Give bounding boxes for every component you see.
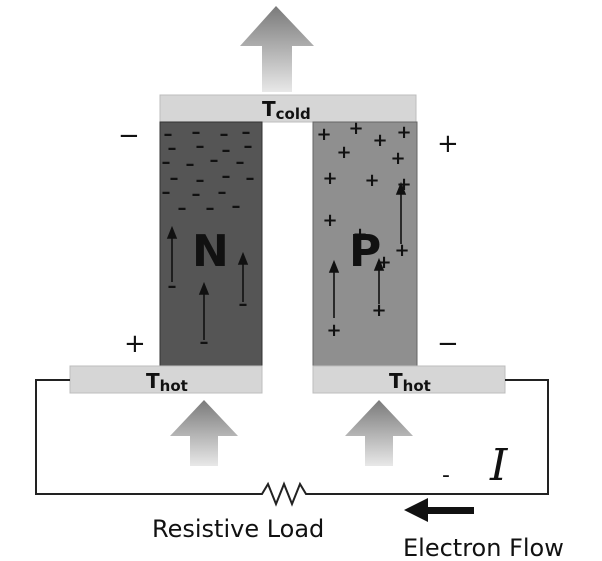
p-carriers: +++++++++++++++ — [316, 118, 411, 341]
electron-carrier: – — [242, 122, 251, 143]
current-symbol: I — [489, 440, 509, 491]
hole-carrier: + — [390, 148, 405, 169]
electron-carrier: – — [170, 168, 179, 189]
heat-out-arrow — [240, 6, 314, 92]
electron-carrier: – — [232, 196, 241, 217]
t-hot-label-right: Thot — [389, 369, 431, 395]
electron-flow-caption: Electron Flow — [403, 534, 564, 561]
carrier-arrows — [166, 181, 407, 340]
electron-carrier: – — [222, 140, 231, 161]
electron-carrier: – — [192, 184, 201, 205]
electron-carrier: – — [222, 166, 231, 187]
p-top-polarity: + — [437, 129, 459, 159]
t-hot-label-left: Thot — [146, 369, 188, 395]
hot-plate-left — [69, 365, 263, 394]
hole-carrier: + — [322, 168, 337, 189]
n-type-label: N — [192, 226, 229, 277]
current-sign: - — [442, 463, 450, 488]
n-bottom-polarity: + — [124, 329, 146, 359]
electron-flow-arrow — [404, 498, 474, 522]
hole-carrier: + — [396, 122, 411, 143]
p-bottom-polarity: − — [437, 329, 459, 359]
n-top-polarity: − — [118, 121, 140, 151]
electron-carrier: – — [236, 152, 245, 173]
hole-carrier: + — [372, 130, 387, 151]
electron-carrier: – — [164, 124, 173, 145]
electron-carrier: – — [206, 198, 215, 219]
hole-carrier: + — [326, 320, 341, 341]
electron-carrier: – — [168, 138, 177, 159]
heat-in-arrow-left — [170, 400, 238, 466]
electron-carrier: – — [210, 150, 219, 171]
electron-carrier: – — [168, 276, 177, 297]
heat-in-arrow-right — [345, 400, 413, 466]
hot-plate-right — [312, 365, 506, 394]
hole-carrier: + — [394, 240, 409, 261]
hole-carrier: + — [336, 142, 351, 163]
electron-carrier: – — [244, 136, 253, 157]
resistive-load-caption: Resistive Load — [152, 515, 324, 543]
electron-carrier: – — [220, 124, 229, 145]
electron-carrier: – — [162, 152, 171, 173]
electron-carrier: – — [239, 294, 248, 315]
n-type-block — [159, 121, 263, 367]
electron-carrier: – — [196, 170, 205, 191]
electron-carrier: – — [186, 154, 195, 175]
electron-carrier: – — [162, 182, 171, 203]
hole-carrier: + — [316, 124, 331, 145]
circuit-wire — [35, 379, 549, 507]
electron-carrier: – — [246, 168, 255, 189]
hole-carrier: + — [364, 170, 379, 191]
electron-carrier: – — [200, 332, 209, 353]
electron-carrier: – — [178, 198, 187, 219]
hole-carrier: + — [322, 210, 337, 231]
hole-carrier: + — [352, 224, 367, 245]
n-carriers: ––––––––––––––––––––––––– — [162, 122, 255, 353]
t-cold-label: Tcold — [262, 97, 311, 123]
hole-carrier: + — [348, 118, 363, 139]
electron-carrier: – — [196, 136, 205, 157]
electron-carrier: – — [218, 182, 227, 203]
cold-plate — [159, 94, 417, 123]
hole-carrier: + — [371, 300, 386, 321]
electron-carrier: – — [192, 122, 201, 143]
